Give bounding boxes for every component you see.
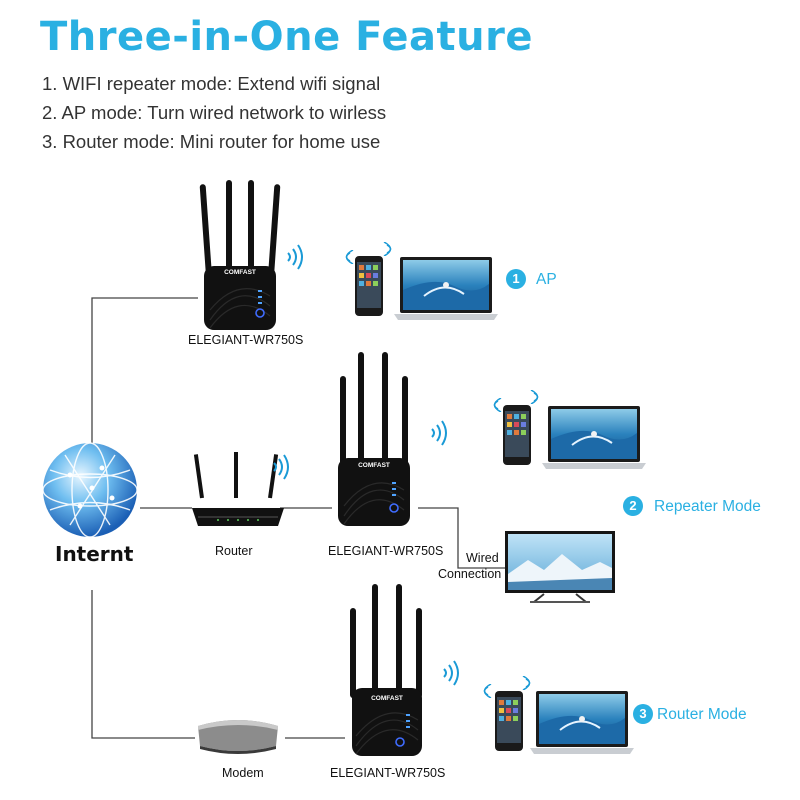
modem-label: Modem bbox=[222, 766, 264, 780]
mode-label-router: Router Mode bbox=[657, 706, 747, 724]
mode-number-repeater: 2 bbox=[623, 496, 643, 516]
laptop-icon bbox=[394, 256, 498, 322]
wired-label-line2: Connection bbox=[438, 567, 501, 581]
line-internet-to-ap bbox=[92, 298, 198, 445]
phone-icon bbox=[494, 690, 524, 752]
mode-number-ap: 1 bbox=[506, 269, 526, 289]
device-label-repeater: ELEGIANT-WR750S bbox=[328, 544, 443, 558]
wifi-signal-icon bbox=[530, 390, 544, 404]
wifi-signal-icon bbox=[488, 398, 502, 412]
wifi-signal-icon bbox=[284, 244, 306, 270]
laptop-icon bbox=[542, 405, 646, 471]
internet-label: Internt bbox=[55, 542, 133, 566]
wifi-signal-icon bbox=[478, 684, 492, 698]
wifi-signal-icon bbox=[270, 454, 292, 480]
svg-text:COMFAST: COMFAST bbox=[358, 462, 390, 469]
wifi-signal-icon bbox=[340, 250, 354, 264]
phone-icon bbox=[502, 404, 532, 466]
device-label-ap: ELEGIANT-WR750S bbox=[188, 333, 303, 347]
laptop-icon bbox=[530, 690, 634, 756]
tv-icon bbox=[504, 530, 616, 604]
wifi-signal-icon bbox=[428, 420, 450, 446]
wifi-signal-icon bbox=[522, 676, 536, 690]
extender-device-ap: COMFAST bbox=[198, 180, 282, 340]
mode-label-ap: AP bbox=[536, 271, 557, 289]
mode-number-router: 3 bbox=[633, 704, 653, 724]
wired-label-line1: Wired bbox=[466, 551, 499, 565]
extender-device-router: COMFAST bbox=[342, 582, 426, 762]
modem-icon bbox=[192, 712, 284, 758]
mode-label-repeater: Repeater Mode bbox=[654, 498, 761, 516]
wifi-signal-icon bbox=[383, 242, 397, 256]
svg-text:COMFAST: COMFAST bbox=[371, 695, 403, 702]
line-internet-to-modem bbox=[92, 590, 195, 738]
router-label: Router bbox=[215, 544, 253, 558]
phone-icon bbox=[354, 255, 384, 317]
wifi-signal-icon bbox=[440, 660, 462, 686]
extender-device-repeater: COMFAST bbox=[332, 350, 416, 530]
device-label-router: ELEGIANT-WR750S bbox=[330, 766, 445, 780]
globe-icon bbox=[40, 440, 140, 540]
brand-label: COMFAST bbox=[224, 269, 256, 276]
